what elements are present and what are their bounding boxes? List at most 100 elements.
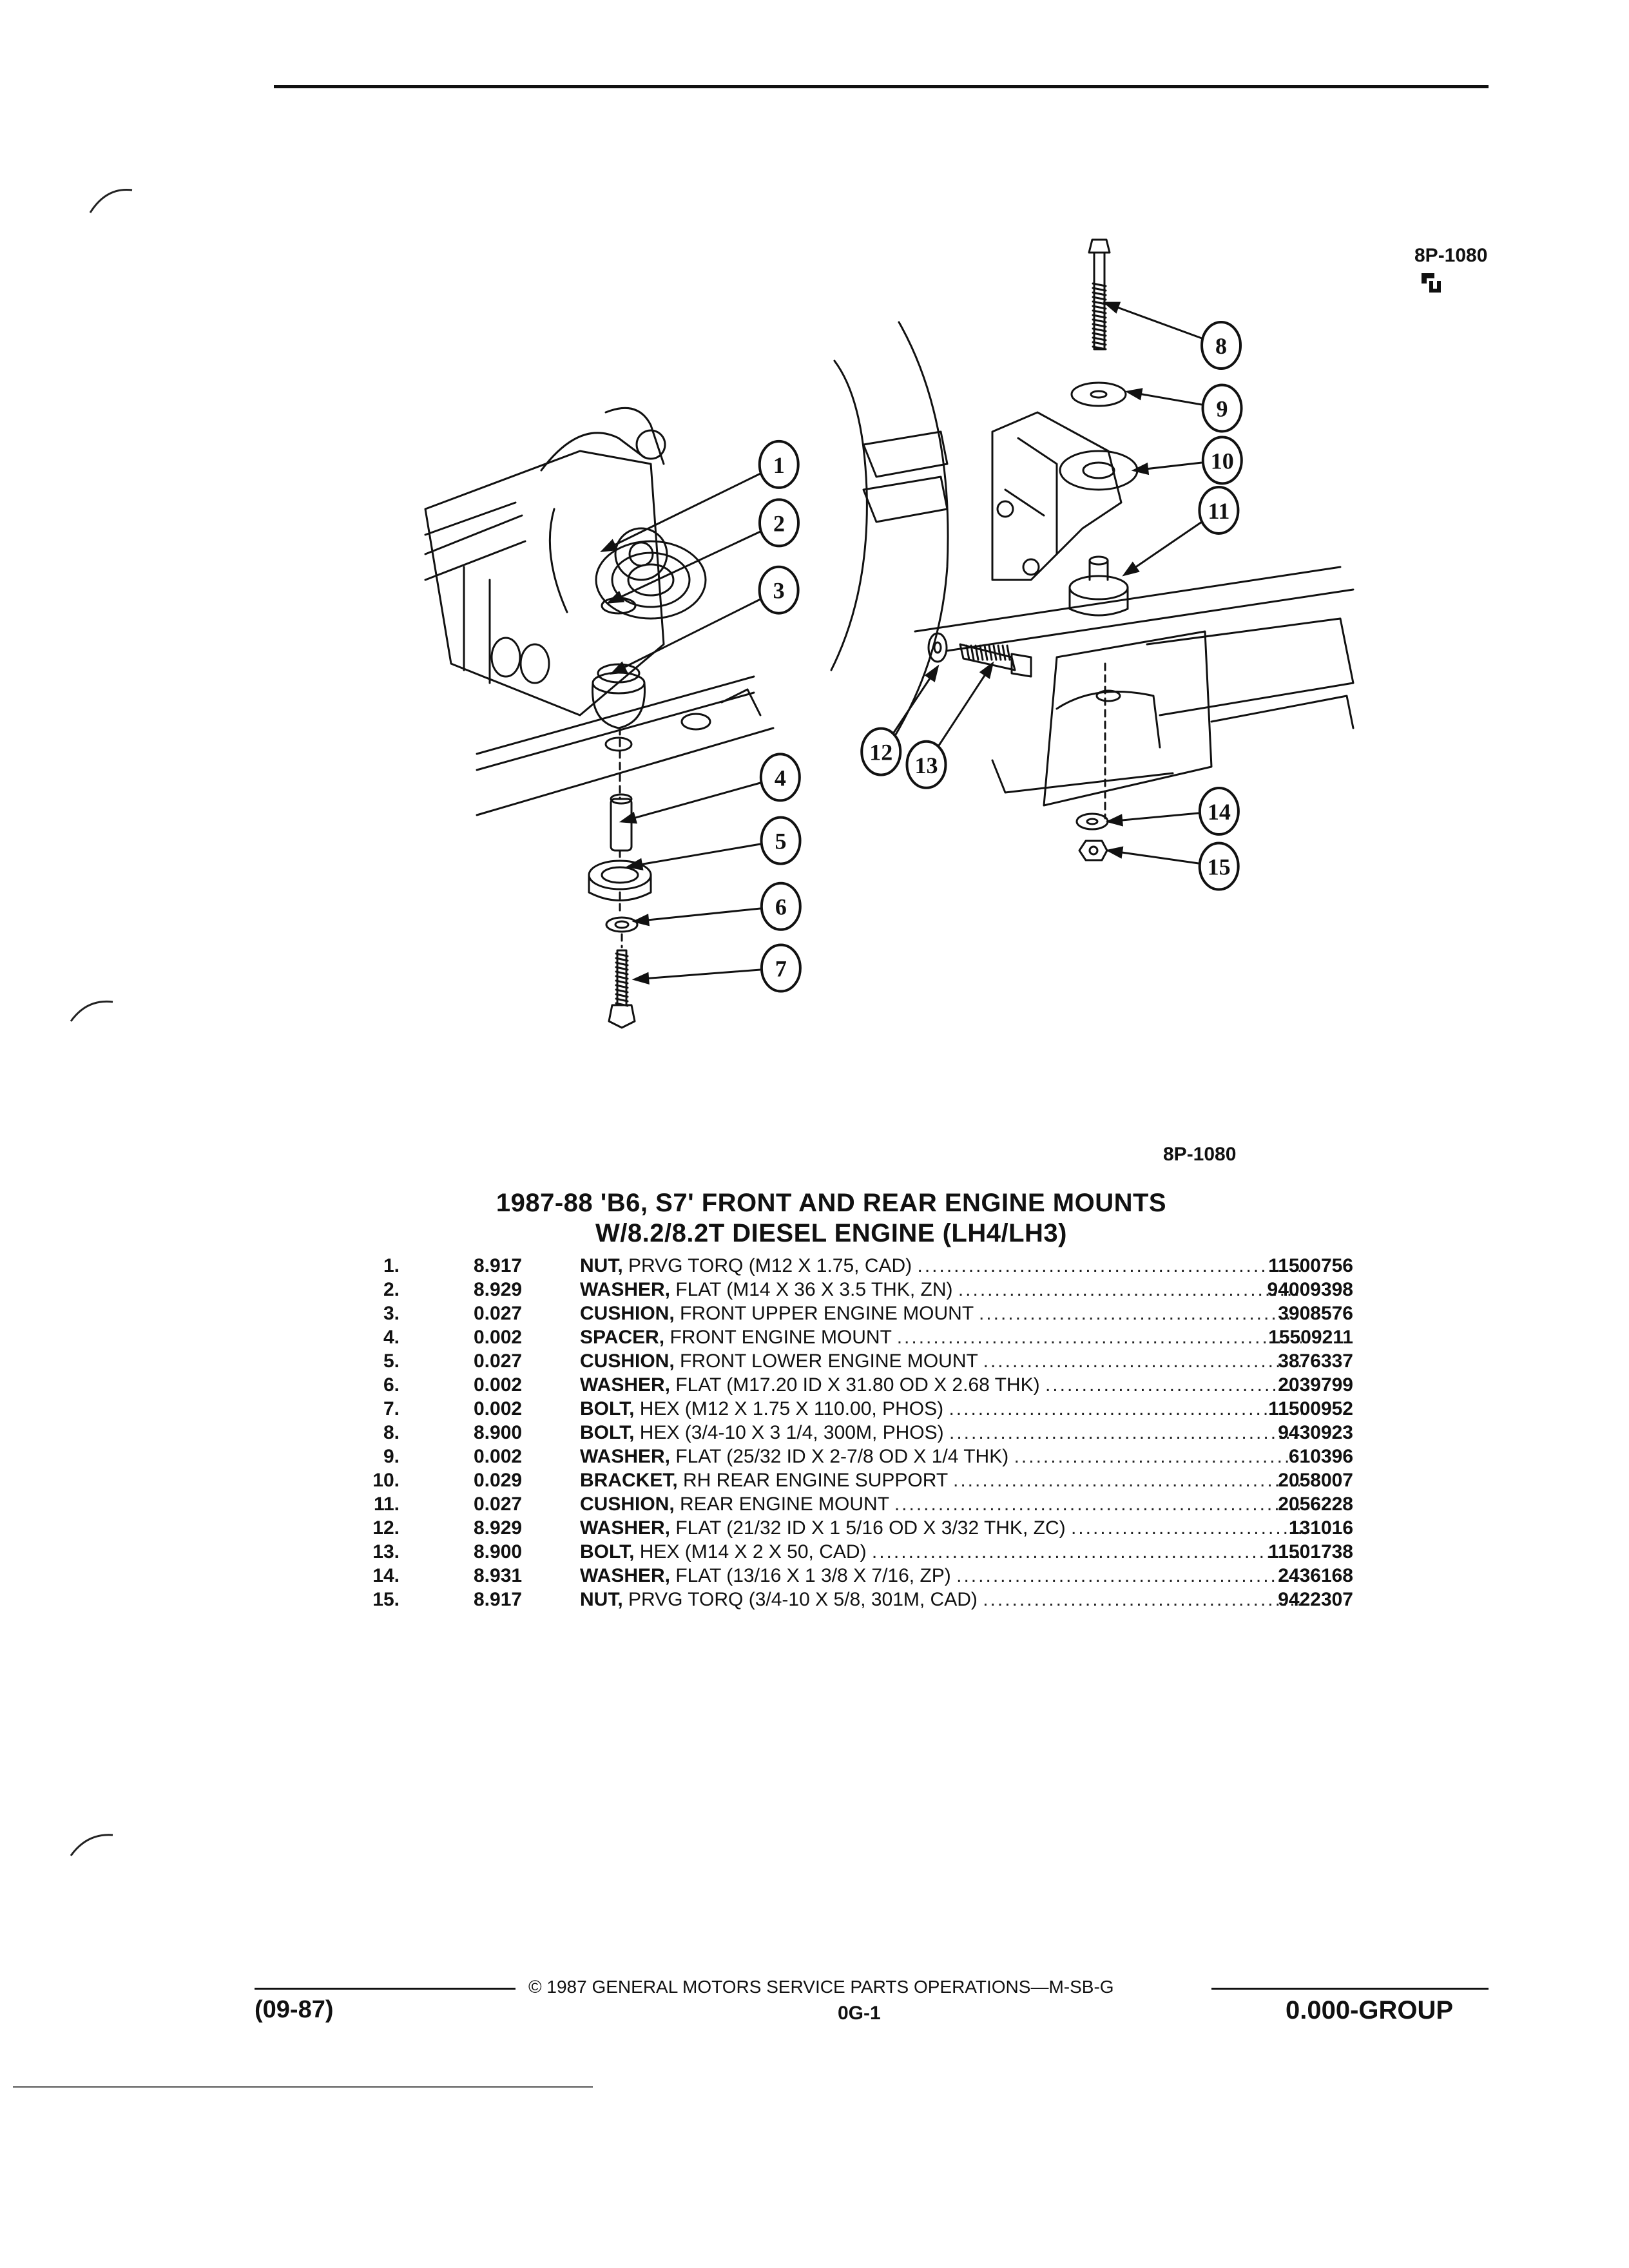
- part-number: 94009398: [1267, 1279, 1353, 1300]
- part-name: CUSHION,: [580, 1350, 675, 1372]
- part-item-number: 14.: [372, 1565, 400, 1586]
- part-item-number: 15.: [372, 1589, 400, 1610]
- callout-number: 5: [775, 829, 787, 854]
- part-number: 610396: [1288, 1446, 1353, 1467]
- part-number: 11500952: [1268, 1398, 1353, 1419]
- callout-number: 3: [773, 578, 785, 604]
- part-name: WASHER,: [580, 1279, 671, 1300]
- page-subtitle: W/8.2/8.2T DIESEL ENGINE (LH4/LH3): [595, 1219, 1067, 1247]
- part-reference: 8.929: [474, 1517, 523, 1539]
- part-description: WASHER, FLAT (M17.20 ID X 31.80 OD X 2.6…: [580, 1374, 1302, 1396]
- leader-dots: ........................................…: [871, 1541, 1302, 1562]
- leader-line: [628, 843, 761, 868]
- leader-line: [1124, 521, 1202, 576]
- part-reference: 0.002: [474, 1374, 523, 1396]
- callout-number: 15: [1208, 854, 1231, 880]
- part-reference: 0.029: [474, 1470, 523, 1491]
- margin-marks: [70, 188, 133, 1856]
- part-spec: RH REAR ENGINE SUPPORT: [677, 1470, 953, 1491]
- part-item-number: 12.: [372, 1517, 400, 1539]
- part-spec: HEX (3/4-10 X 3 1/4, 300M, PHOS): [634, 1422, 949, 1443]
- part-item-number: 10.: [372, 1470, 400, 1491]
- part-spec: FLAT (M14 X 36 X 3.5 THK, ZN): [670, 1279, 958, 1300]
- part-spec: FLAT (25/32 ID X 2-7/8 OD X 1/4 THK): [670, 1446, 1014, 1467]
- callout-circle: [1201, 383, 1243, 433]
- title-block: 1987-88 'B6, S7' FRONT AND REAR ENGINE M…: [361, 1189, 1302, 1248]
- part-description: BOLT, HEX (M12 X 1.75 X 110.00, PHOS) ..…: [580, 1398, 1302, 1420]
- part-reference: 8.929: [474, 1279, 523, 1300]
- parts-row: 2. 8.929 WASHER, FLAT (M14 X 36 X 3.5 THK,…: [335, 1279, 1366, 1303]
- part-description: NUT, PRVG TORQ (M12 X 1.75, CAD) .......…: [580, 1255, 1302, 1277]
- page-title: 1987-88 'B6, S7' FRONT AND REAR ENGINE M…: [496, 1189, 1167, 1217]
- part-description: WASHER, FLAT (M14 X 36 X 3.5 THK, ZN) ..…: [580, 1279, 1302, 1301]
- leader-dots: ........................................…: [983, 1589, 1302, 1610]
- parts-row: 10. 0.029 BRACKET, RH REAR ENGINE SUPPORT …: [335, 1470, 1366, 1494]
- part-number: 2058007: [1278, 1470, 1353, 1491]
- part-name: WASHER,: [580, 1374, 671, 1396]
- callout-circle: [759, 753, 801, 802]
- leader-line: [602, 472, 761, 552]
- part-item-number: 13.: [372, 1541, 400, 1562]
- leader-line: [1108, 812, 1199, 823]
- part-name: BOLT,: [580, 1422, 635, 1443]
- callout-number: 1: [773, 452, 785, 478]
- callout-number: 8: [1215, 333, 1227, 359]
- part-name: BRACKET,: [580, 1470, 678, 1491]
- callout-number: 14: [1208, 799, 1231, 825]
- part-item-number: 6.: [383, 1374, 400, 1396]
- leader-dots: ........................................…: [949, 1422, 1302, 1443]
- part-spec: FLAT (13/16 X 1 3/8 X 7/16, ZP): [670, 1565, 957, 1586]
- footer-date: (09-87): [255, 1996, 334, 2023]
- part-item-number: 2.: [383, 1279, 400, 1300]
- part-number: 131016: [1288, 1517, 1353, 1539]
- callout-circle: [758, 439, 800, 489]
- part-reference: 8.917: [474, 1589, 523, 1610]
- part-description: SPACER, FRONT ENGINE MOUNT .............…: [580, 1327, 1302, 1349]
- leader-line: [621, 782, 761, 823]
- part-number: 9422307: [1278, 1589, 1353, 1610]
- leader-dots: ........................................…: [978, 1303, 1302, 1324]
- part-item-number: 3.: [383, 1303, 400, 1324]
- part-reference: 0.002: [474, 1446, 523, 1467]
- callout-number: 13: [914, 753, 938, 778]
- top-rule: [274, 85, 1489, 88]
- part-number: 3908576: [1278, 1303, 1353, 1324]
- callout-circle: [860, 727, 902, 776]
- part-spec: HEX (M12 X 1.75 X 110.00, PHOS): [634, 1398, 949, 1419]
- footer-rule-right: [1211, 1988, 1489, 1990]
- part-name: CUSHION,: [580, 1494, 675, 1515]
- leader-dots: ........................................…: [917, 1255, 1302, 1276]
- parts-row: 6. 0.002 WASHER, FLAT (M17.20 ID X 31.80 O…: [335, 1374, 1366, 1398]
- part-spec: FLAT (21/32 ID X 1 5/16 OD X 3/32 THK, Z…: [670, 1517, 1071, 1539]
- part-spec: FLAT (M17.20 ID X 31.80 OD X 2.68 THK): [670, 1374, 1045, 1396]
- part-name: WASHER,: [580, 1446, 671, 1467]
- part-item-number: 9.: [383, 1446, 400, 1467]
- part-name: BOLT,: [580, 1541, 635, 1562]
- callout-circle: [758, 565, 800, 615]
- part-reference: 0.027: [474, 1303, 523, 1324]
- callout-circle: [1200, 321, 1242, 370]
- part-name: CUSHION,: [580, 1303, 675, 1324]
- part-number: 15509211: [1268, 1327, 1353, 1348]
- parts-row: 9. 0.002 WASHER, FLAT (25/32 ID X 2-7/8 OD…: [335, 1446, 1366, 1470]
- callout-circle: [760, 816, 802, 865]
- callout-circle: [1198, 841, 1240, 891]
- part-description: WASHER, FLAT (25/32 ID X 2-7/8 OD X 1/4 …: [580, 1446, 1302, 1468]
- leader-line: [634, 907, 761, 923]
- figure-code-bottom: 8P-1080: [1163, 1144, 1237, 1165]
- part-description: BRACKET, RH REAR ENGINE SUPPORT ........…: [580, 1470, 1302, 1492]
- leader-line: [1104, 302, 1202, 340]
- part-description: WASHER, FLAT (13/16 X 1 3/8 X 7/16, ZP) …: [580, 1565, 1302, 1587]
- part-reference: 0.027: [474, 1350, 523, 1372]
